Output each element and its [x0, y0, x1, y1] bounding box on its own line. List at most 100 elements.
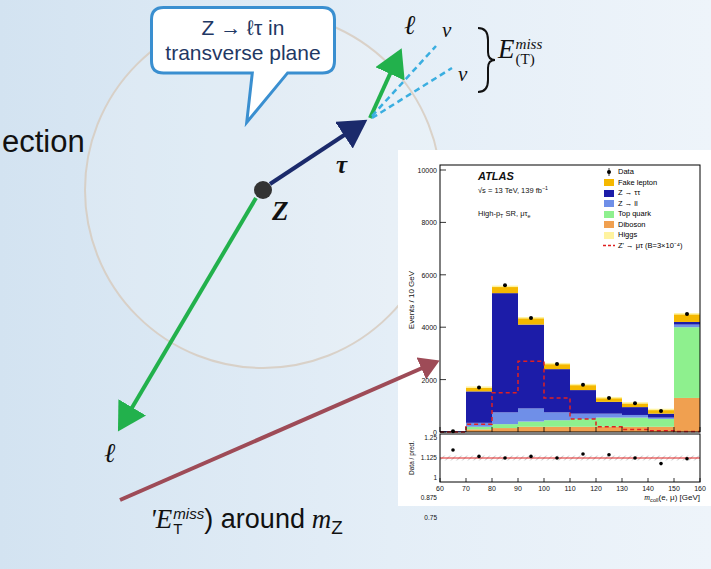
- stack-bar: [674, 327, 700, 398]
- callout-box: Z → ℓτ in transverse plane: [150, 6, 336, 74]
- callout-shape: [152, 8, 335, 123]
- tick: [518, 478, 519, 482]
- ratio-point: [607, 453, 611, 457]
- tick-label: 160: [694, 485, 706, 492]
- superscript: miss: [173, 506, 204, 521]
- tick-label-line: 1.25: [424, 435, 437, 442]
- ratio-point: [581, 452, 585, 456]
- neutrino-line: [372, 68, 452, 118]
- stack-bar: [648, 410, 674, 414]
- ratio-point: [659, 462, 663, 466]
- legend-text: Z → ττ: [618, 189, 640, 197]
- particle-label: ν: [458, 62, 467, 86]
- particle-label-line: ℓ: [404, 12, 415, 39]
- neutrino-line: [372, 46, 436, 116]
- legend-text: Diboson: [618, 221, 646, 229]
- stack-bar: [596, 427, 622, 432]
- legend-text: Higgs: [618, 231, 637, 239]
- subscript: T: [173, 521, 204, 536]
- subscript: T: [500, 213, 503, 219]
- data-point: [607, 396, 611, 400]
- particle-label: ν: [442, 18, 451, 42]
- script-stack: missT: [173, 506, 204, 536]
- tick-label: 6000: [421, 271, 437, 278]
- tick: [596, 478, 597, 482]
- slide-text: m: [312, 504, 332, 534]
- stack-bar: [544, 412, 570, 420]
- lepton-arrow: [120, 198, 256, 428]
- z-dot: [254, 181, 272, 199]
- stack-bar: [674, 322, 700, 325]
- tick-label: 110: [564, 485, 575, 492]
- tick-label-line: 6000: [421, 271, 437, 278]
- stack-bar: [492, 428, 518, 432]
- tick-label: 8000: [421, 219, 437, 226]
- legend-text: Data: [618, 168, 634, 176]
- experiment-label-line: ATLAS: [478, 171, 514, 182]
- ratio-point: [633, 456, 637, 460]
- stack-bar: [518, 427, 544, 432]
- ratio-point: [477, 455, 481, 459]
- legend-swatch: [604, 221, 614, 228]
- tick-label-line: 60: [436, 485, 444, 492]
- stack-bar: [674, 325, 700, 328]
- stack-bar: [674, 398, 700, 432]
- stack-bar: [648, 419, 674, 427]
- callout-text: Z → ℓτ in transverse plane: [156, 15, 330, 65]
- signal-line: [440, 361, 700, 432]
- tick-label-line: 100: [538, 485, 550, 492]
- axis-title: Events / 10 GeV: [407, 271, 416, 329]
- legend-text: Top quark: [618, 210, 651, 218]
- axis-title-line: Data / pred.: [409, 441, 416, 475]
- tick-label: 80: [488, 485, 496, 492]
- uncertainty-band: [440, 456, 700, 461]
- stack-bar: [544, 427, 570, 432]
- legend-text: Z' → μτ (B=3×10⁻⁴): [618, 242, 683, 250]
- tick: [570, 478, 571, 482]
- particle-label-line: ν: [442, 20, 451, 41]
- superscript: miss: [516, 37, 543, 52]
- tick-label: 0.75: [424, 514, 437, 521]
- tick: [466, 478, 467, 482]
- legend-marker: [609, 168, 610, 176]
- tick-label-line: 0.875: [421, 495, 437, 502]
- stack-bar: [570, 414, 596, 419]
- axis-title-line: mcoll(e, μ) [GeV]: [644, 494, 700, 503]
- ratio-point: [451, 448, 455, 452]
- tick-label-line: 1.125: [421, 455, 437, 462]
- stack-bar: [570, 419, 596, 427]
- tick-label: 1.125: [421, 454, 437, 461]
- tick: [440, 170, 446, 171]
- met-label-line: Emiss(T): [498, 36, 542, 67]
- lepton-arrow: [370, 52, 400, 118]
- tick-label: 130: [616, 485, 628, 492]
- slide-text-line: ection: [2, 126, 85, 157]
- stack-bar: [570, 390, 596, 414]
- tick: [440, 222, 446, 223]
- tick-label-line: 2000: [421, 376, 437, 383]
- stack-bar: [544, 369, 570, 412]
- data-point: [477, 385, 481, 389]
- axis-title-line: Events / 10 GeV: [408, 271, 416, 329]
- subscript: (T): [516, 52, 543, 67]
- tick-label-line: 0.75: [424, 515, 437, 522]
- ratio-frame: [440, 434, 700, 482]
- tick: [544, 478, 545, 482]
- ratio-point: [555, 456, 559, 460]
- stack-bar: [466, 427, 492, 430]
- tick: [674, 478, 675, 482]
- tick: [440, 379, 446, 380]
- data-point: [659, 409, 663, 413]
- plot-note: High-p: [478, 209, 500, 218]
- tick-label-line: 70: [462, 485, 470, 492]
- particle-label: ℓ: [104, 438, 115, 468]
- stack-bar: [518, 325, 544, 409]
- data-point: [503, 283, 507, 287]
- plot-frame: [440, 165, 700, 432]
- stack-bar: [466, 391, 492, 422]
- legend-swatch: [604, 179, 614, 186]
- tau-arrow: [270, 122, 364, 184]
- tick: [440, 327, 446, 328]
- tick-label: 60: [436, 485, 444, 492]
- stack-bar: [596, 402, 622, 414]
